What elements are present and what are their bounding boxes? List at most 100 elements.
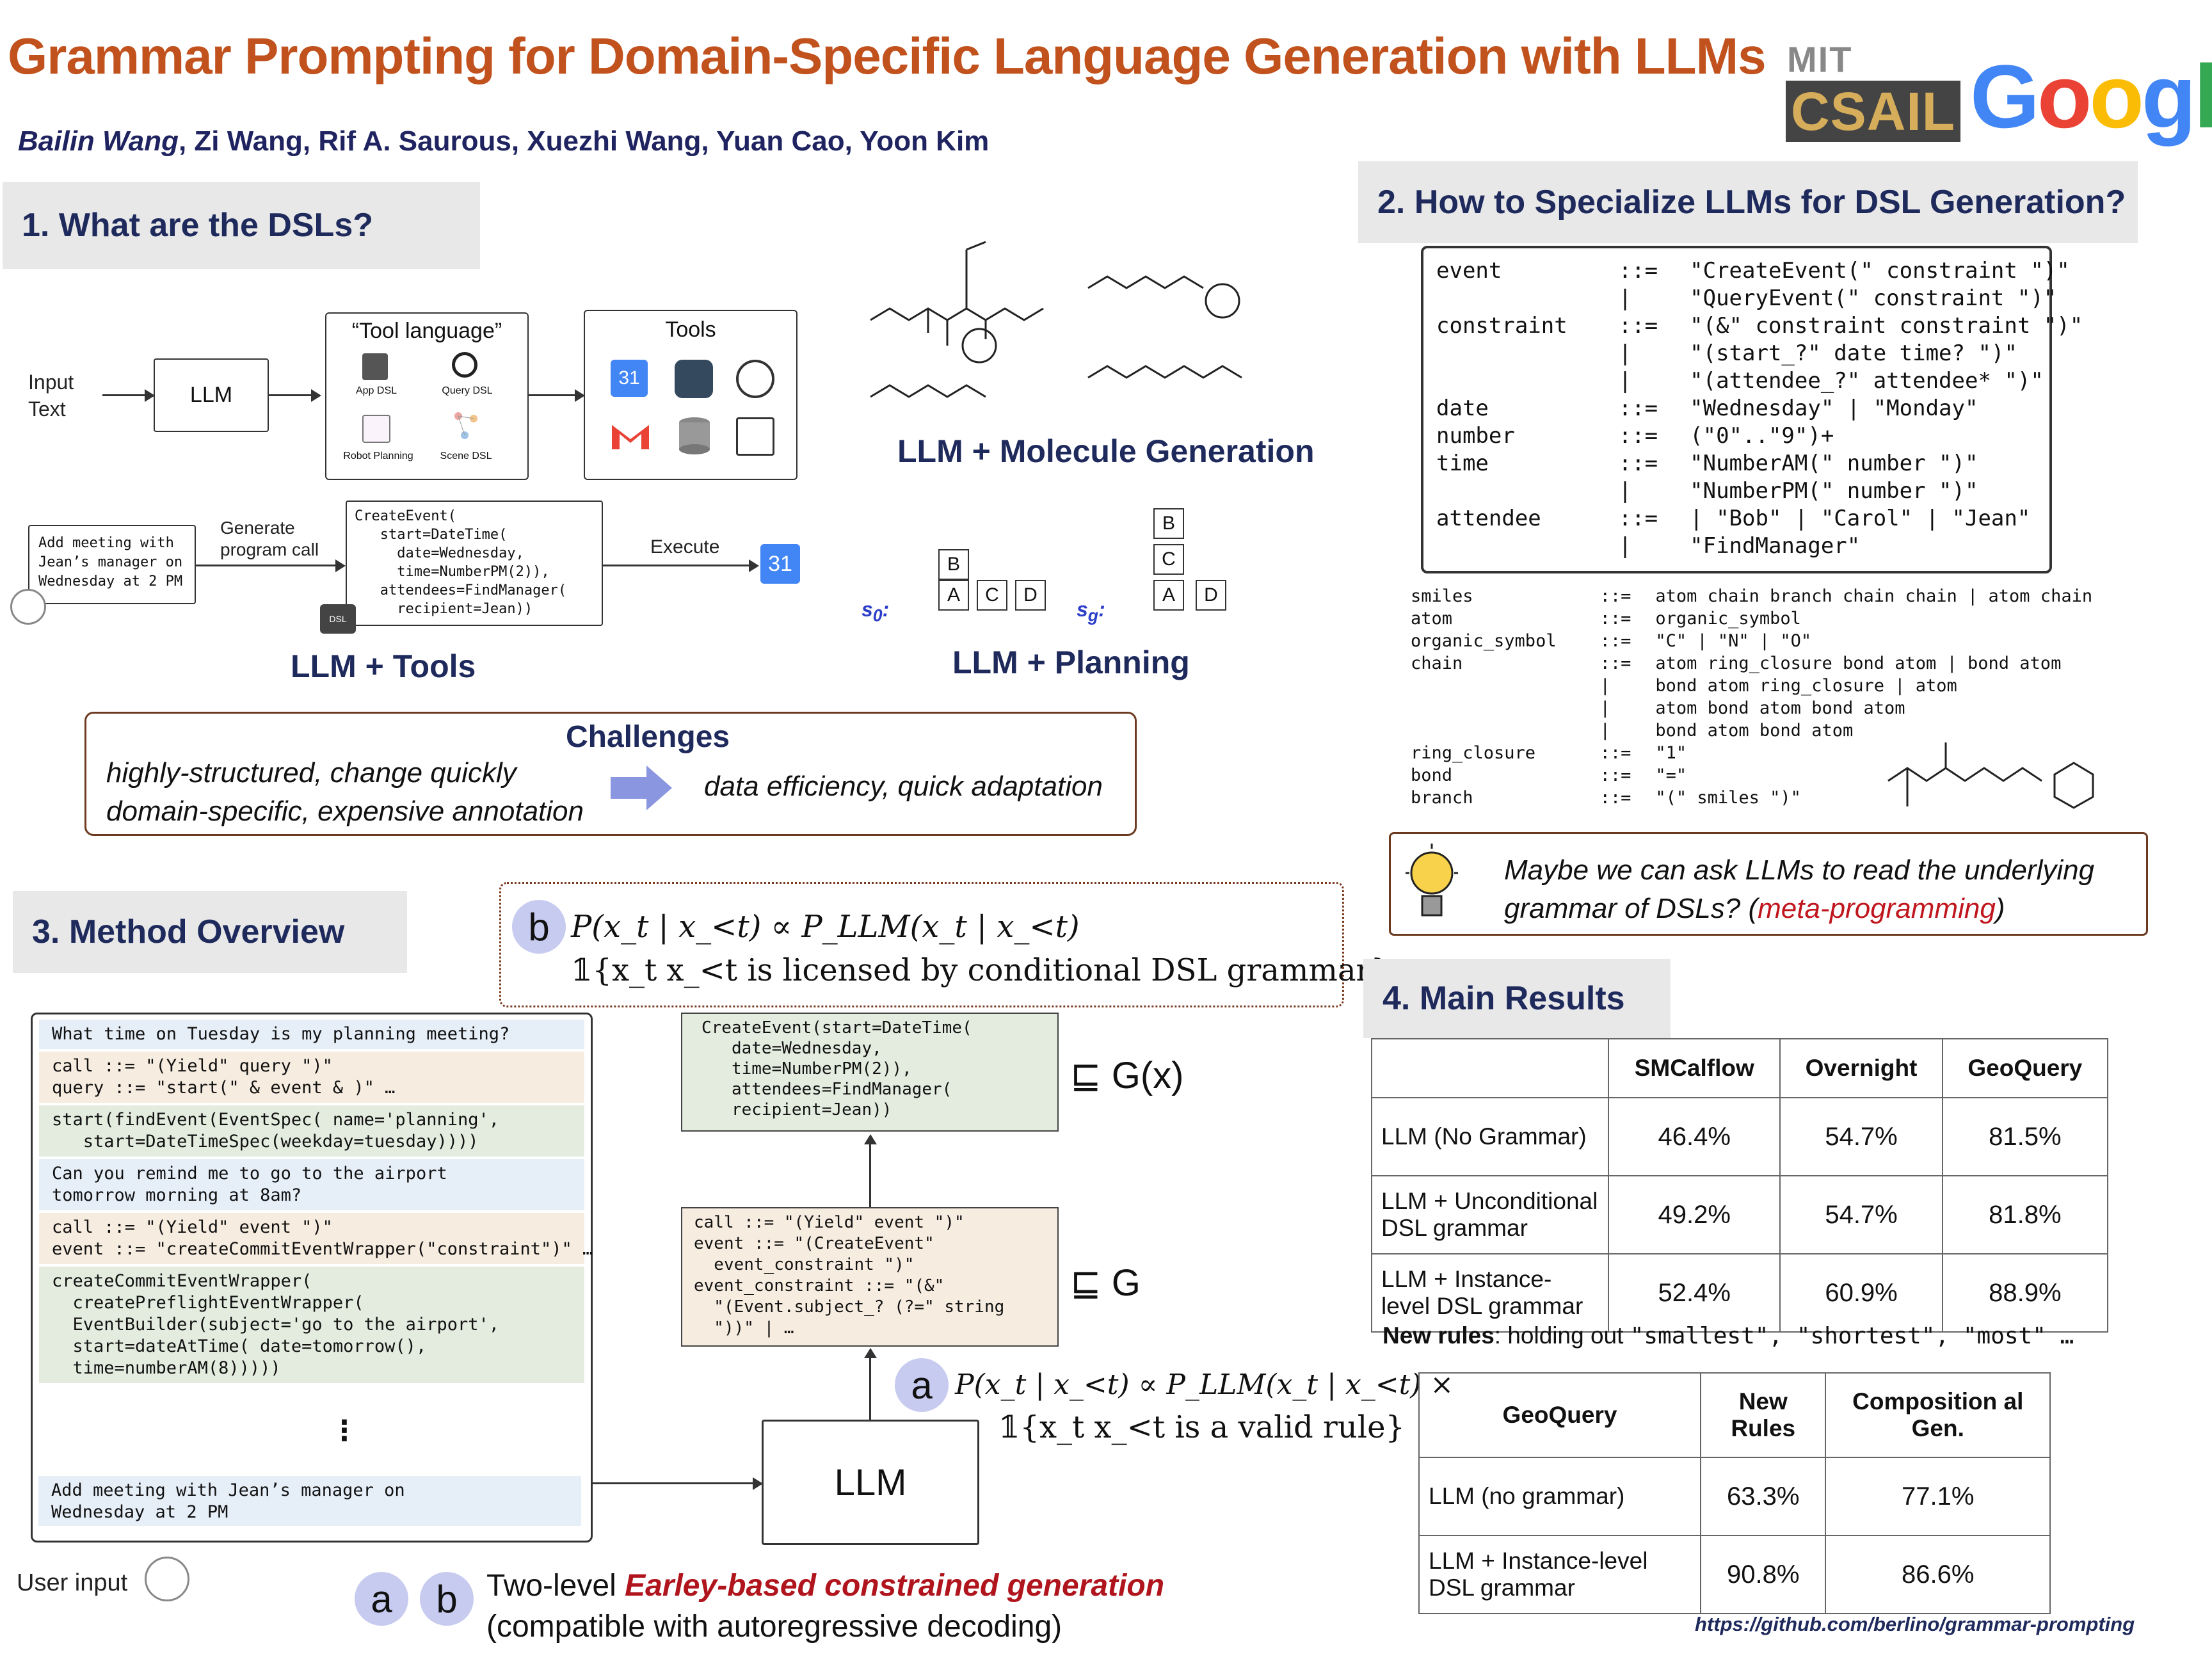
smiles-rule: chain::=atom ring_closure bond atom | bo…: [1406, 652, 2097, 675]
input-text-line-2: Text: [28, 397, 66, 421]
sg-symbol: s: [1077, 598, 1088, 621]
grammar-rule: number::=("0".."9")+: [1430, 422, 2089, 450]
idea-line-1: Maybe we can ask LLMs to read the underl…: [1504, 854, 2095, 886]
globe-icon: [736, 360, 774, 398]
grammar-cell: | "Bob" | "Carol" | "Jean": [1690, 506, 2031, 531]
grammar-cell: |: [1618, 341, 1632, 366]
grammar-cell: attendee: [1436, 506, 1541, 531]
table-header-cell: SMCalflow: [1607, 1038, 1781, 1098]
label-a-circle: a: [895, 1358, 949, 1412]
grammar-cell: organic_symbol: [1655, 609, 1801, 629]
new-rules-text: : holding out: [1494, 1322, 1630, 1349]
user-message-line: Add meeting with: [38, 535, 174, 551]
arrow-grammar-output: [869, 1143, 871, 1207]
user-message-box: Add meeting with Jean’s manager on Wedne…: [28, 525, 196, 604]
smiles-rule: | bond atom bond atom: [1406, 719, 2097, 742]
challenges-left: highly-structured, change quickly domain…: [106, 754, 584, 831]
grammar-cell: atom ring_closure bond atom | bond atom: [1655, 653, 2062, 673]
generate-label: Generate program call: [220, 517, 319, 561]
grammar-cell: atom bond atom bond atom: [1655, 698, 1905, 718]
dsl-badge-icon: DSL: [320, 604, 356, 634]
calendar-icon: 31: [611, 360, 648, 397]
smiles-rule: atom::=organic_symbol: [1406, 607, 2097, 630]
gmail-icon: [609, 420, 652, 452]
grammar-cell: |: [1618, 285, 1632, 311]
smiles-grammar-table: smiles::=atom chain branch chain chain |…: [1406, 585, 2097, 809]
output-program-code: CreateEvent(start=DateTime( date=Wednesd…: [701, 1018, 972, 1119]
two-level-line-2: (compatible with autoregressive decoding…: [486, 1610, 1062, 1644]
other-authors: , Zi Wang, Rif A. Saurous, Xuezhi Wang, …: [178, 125, 990, 157]
arrow-msg-program: [196, 565, 338, 566]
grammar-cell: "FindManager": [1690, 533, 1861, 559]
new-rules-line: New rules: holding out "smallest", "shor…: [1382, 1322, 2074, 1349]
grammar-cell: ::=: [1599, 586, 1631, 606]
tool-language-box: “Tool language” App DSL Query DSL Robot …: [325, 312, 529, 480]
mit-csail-logo: MIT CSAIL: [1786, 38, 1960, 147]
grammar-cell: branch: [1411, 788, 1473, 808]
user-message-line: Jean’s manager on: [38, 554, 183, 570]
block-d: D: [1015, 580, 1046, 611]
table-header-cell: GeoQuery: [1941, 1038, 2109, 1098]
grammar-cell: |: [1599, 721, 1610, 741]
value-cell: 46.4%: [1607, 1097, 1781, 1176]
grammar-cell: "QueryEvent(" constraint ")": [1690, 285, 2057, 311]
smiles-rule: bond::="=": [1406, 764, 2097, 787]
prompt-row: call ::= "(Yield" event ")" event ::= "c…: [39, 1213, 593, 1264]
output-program-box: CreateEvent(start=DateTime( date=Wednesd…: [681, 1013, 1059, 1132]
user-avatar-icon: [10, 589, 46, 625]
grammar-cell: [1430, 477, 1574, 505]
arrow-llm-toollang: [269, 394, 314, 396]
execute-label: Execute: [650, 536, 720, 557]
arrow-head: [749, 559, 759, 572]
app-dsl-label: App DSL: [355, 385, 397, 396]
grammar-cell: time: [1436, 451, 1489, 476]
grammar-rule: | "QueryEvent(" constraint ")": [1430, 285, 2089, 312]
generate-line: program call: [220, 540, 319, 559]
section-3-heading: 3. Method Overview: [13, 891, 407, 973]
block-d: D: [1196, 580, 1226, 611]
grammar-cell: |: [1618, 533, 1632, 559]
value-cell: 86.6%: [1825, 1535, 2051, 1614]
table-row: LLM (No Grammar)46.4%54.7%81.5%: [1371, 1097, 2109, 1176]
row-label-cell: LLM + Instance-level DSL grammar: [1371, 1253, 1609, 1333]
app-dsl-icon: [362, 353, 388, 380]
llm-box-main: LLM: [762, 1420, 979, 1545]
grammar-cell: smiles: [1411, 586, 1473, 606]
user-avatar-icon: [145, 1557, 189, 1601]
grammar-rule: time::="NumberAM(" number ")": [1430, 450, 2089, 477]
grammar-cell: "(attendee_?" attendee* ")": [1690, 368, 2044, 394]
grammar-cell: ring_closure: [1411, 743, 1536, 763]
table-row: LLM (no grammar)63.3%77.1%: [1418, 1457, 2051, 1536]
subset-g-label: ⊑ G: [1070, 1262, 1141, 1304]
grammar-cell: |: [1618, 368, 1632, 394]
grammar-cell: [1430, 367, 1574, 395]
grammar-cell: bond atom bond atom: [1655, 721, 1854, 741]
idea-line-2: grammar of DSLs? (meta-programming): [1504, 890, 2094, 928]
formula-a-line-1: P(x_t | x_<t) ∝ P_LLM(x_t | x_<t) ×: [955, 1368, 1454, 1401]
arrow-head: [753, 1477, 763, 1490]
grammar-rule: |"(start_?" date time? ")": [1430, 340, 2089, 367]
grammar-cell: bond: [1411, 765, 1453, 785]
llm-tools-caption: LLM + Tools: [291, 648, 476, 684]
csail-logo-text: CSAIL: [1786, 81, 1960, 142]
user-input-label: User input: [17, 1569, 128, 1596]
tools-box: Tools 31: [584, 310, 797, 480]
google-letter: G: [1970, 46, 2040, 147]
prompt-row: call ::= "(Yield" query ")" query ::= "s…: [39, 1052, 584, 1103]
smiles-rule: smiles::=atom chain branch chain chain |…: [1406, 585, 2097, 607]
prompt-row: start(findEvent(EventSpec( name='plannin…: [39, 1105, 584, 1157]
formula-b-box: [499, 882, 1344, 1007]
prompt-row: Can you remind me to go to the airport t…: [39, 1159, 584, 1210]
idea-text-c: ): [1995, 893, 2005, 924]
poster-title: Grammar Prompting for Domain-Specific La…: [8, 28, 1767, 84]
right-arrow-icon: [611, 765, 672, 810]
github-link[interactable]: https://github.com/berlino/grammar-promp…: [1695, 1613, 2135, 1635]
grammar-cell: ::=: [1618, 423, 1658, 449]
arrow-toollang-tools: [529, 394, 577, 396]
grammar-cell: ::=: [1599, 609, 1631, 629]
grammar-cell: "NumberPM(" number ")": [1690, 478, 1978, 504]
author-list: Bailin Wang, Zi Wang, Rif A. Saurous, Xu…: [18, 125, 989, 157]
